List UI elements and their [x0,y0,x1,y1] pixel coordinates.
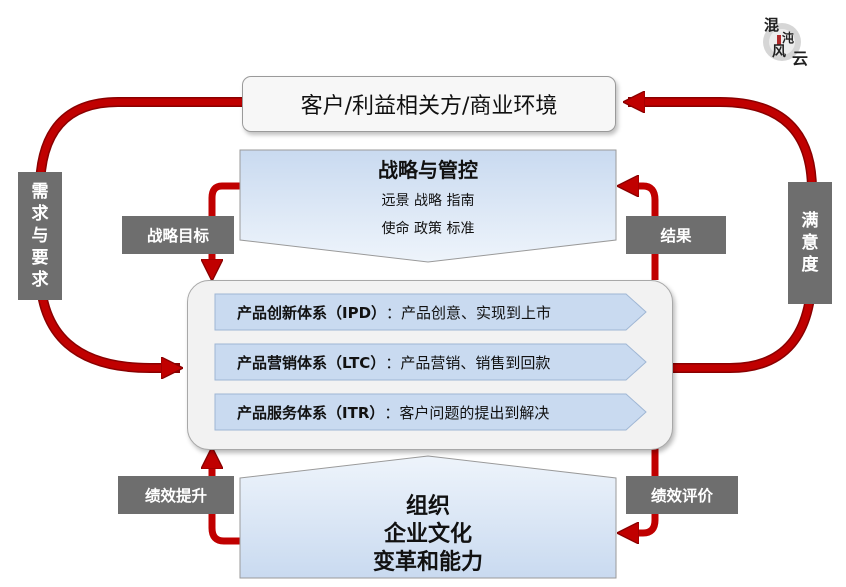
logo: 混 沌 风 云 [758,12,820,74]
strategy-title: 战略与管控 [378,158,478,182]
svg-text:混: 混 [764,16,779,34]
side-char: 要 [31,248,49,268]
system-desc: ：产品创意、实现到上市 [386,303,552,322]
strategy-shape [239,149,617,263]
environment-label: 客户/利益相关方/商业环境 [300,94,558,119]
logo-mark: 混 沌 风 云 [763,16,808,68]
result-arrow [628,186,659,280]
system-name: 产品营销体系（LTC） [237,353,386,372]
system-row-ipd: 产品创新体系（IPD） ：产品创意、实现到上市 [215,295,551,329]
system-row-ltc: 产品营销体系（LTC） ：产品营销、销售到回款 [215,345,550,379]
performance-eval-arrow [628,448,659,533]
satisfaction-label: 满 意 度 [788,182,832,304]
side-char: 与 [31,226,49,246]
organization-shape [239,455,617,579]
strategy-line-1: 远景 战略 指南 [381,193,475,209]
result-label: 结果 [626,216,726,254]
strategy-line-2: 使命 政策 标准 [381,221,475,237]
svg-text:沌: 沌 [782,30,794,45]
side-char: 意 [801,233,819,253]
side-char: 求 [31,270,49,290]
demand-requirement-label: 需 求 与 要 求 [18,172,62,300]
system-name: 产品服务体系（ITR） [237,403,385,422]
organization-line-1: 组织 [405,494,450,519]
side-char: 度 [801,255,819,275]
environment-box: 客户/利益相关方/商业环境 [242,76,616,132]
strategic-goal-label: 战略目标 [122,216,234,254]
performance-eval-label: 绩效评价 [626,476,738,514]
strategic-goal-arrow [212,182,240,270]
system-row-itr: 产品服务体系（ITR） ：客户问题的提出到解决 [215,395,549,429]
system-name: 产品创新体系（IPD） [237,303,387,322]
performance-improve-arrow [212,458,240,545]
organization-line-3: 变革和能力 [372,550,483,575]
system-desc: ：客户问题的提出到解决 [384,403,550,422]
performance-improve-label: 绩效提升 [118,476,234,514]
side-char: 需 [31,182,49,202]
system-row-shapes [214,293,647,431]
system-desc: ：产品营销、销售到回款 [385,353,551,372]
svg-text:云: 云 [792,49,808,68]
organization-line-2: 企业文化 [383,522,472,547]
side-char: 求 [31,204,49,224]
svg-text:风: 风 [772,44,786,60]
side-char: 满 [801,211,819,231]
business-systems-box: 产品创新体系（IPD） ：产品创意、实现到上市 产品营销体系（LTC） ：产品营… [187,280,673,450]
